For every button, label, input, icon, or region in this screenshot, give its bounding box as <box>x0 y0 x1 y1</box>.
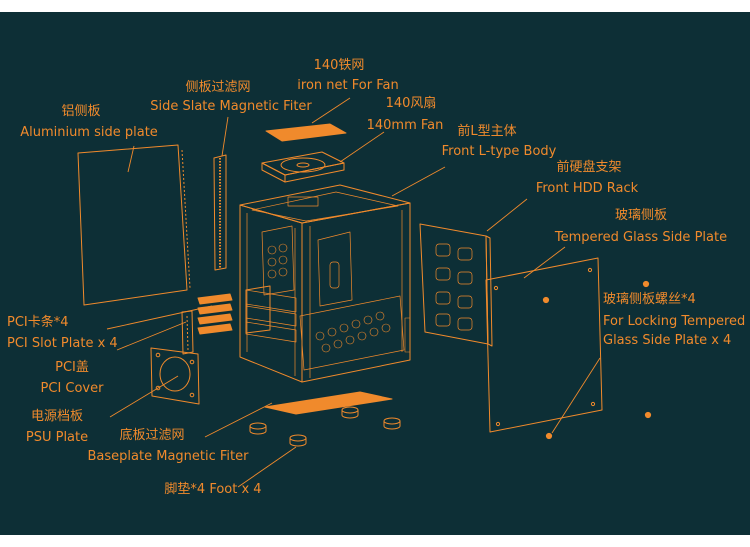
label-pci-slot-cn: PCI卡条*4 <box>7 315 69 330</box>
label-pci-cover-en: PCI Cover <box>40 381 104 396</box>
label-pci-slot-en: PCI Slot Plate x 4 <box>7 336 118 351</box>
aluminium-side-plate <box>77 144 191 306</box>
tempered-glass-side-plate <box>485 257 603 433</box>
front-hdd-rack <box>419 223 493 347</box>
feet <box>249 406 401 447</box>
label-foot: 脚垫*4 Foot x 4 <box>164 482 262 497</box>
label-fan-cn: 140风扇 <box>385 96 437 111</box>
psu-plate <box>150 347 200 405</box>
side-magnetic-filter <box>213 154 227 271</box>
label-alu-plate-en: Aluminium side plate <box>20 125 158 140</box>
label-alu-plate-cn: 铝侧板 <box>61 104 101 119</box>
label-base-filter-cn: 底板过滤网 <box>119 428 185 443</box>
label-glass-screw-en2: Glass Side Plate x 4 <box>603 333 732 348</box>
label-glass-screw-en1: For Locking Tempered <box>603 314 746 329</box>
label-hdd-rack-en: Front HDD Rack <box>535 181 639 196</box>
label-pci-cover-cn: PCI盖 <box>55 360 89 375</box>
label-iron-net-en: iron net For Fan <box>297 78 399 93</box>
label-iron-net-cn: 140铁网 <box>313 58 365 73</box>
diagram-background <box>0 12 750 535</box>
label-base-filter-en: Baseplate Magnetic Fiter <box>87 449 249 464</box>
front-l-type-body <box>239 184 411 383</box>
baseplate-magnetic-filter <box>264 391 393 415</box>
pci-slot-plates <box>197 285 271 335</box>
label-front-body-cn: 前L型主体 <box>457 124 517 139</box>
iron-net <box>265 123 347 142</box>
glass-plate-screws <box>542 280 652 440</box>
label-front-body-en: Front L-type Body <box>441 144 557 159</box>
label-fan-en: 140mm Fan <box>366 118 444 133</box>
leader-lines <box>106 97 601 488</box>
label-side-filter-en: Side Slate Magnetic Fiter <box>150 99 312 114</box>
label-side-filter-cn: 侧板过滤网 <box>185 80 251 95</box>
label-hdd-rack-cn: 前硬盘支架 <box>556 160 622 175</box>
label-glass-plate-cn: 玻璃侧板 <box>614 208 668 223</box>
fan-140mm <box>261 151 345 183</box>
label-psu-plate-cn: 电源档板 <box>30 409 84 424</box>
label-glass-plate-en: Tempered Glass Side Plate <box>554 230 728 245</box>
label-psu-plate-en: PSU Plate <box>25 430 89 445</box>
label-glass-screw-cn: 玻璃侧板螺丝*4 <box>603 292 696 307</box>
pci-cover <box>181 310 194 355</box>
